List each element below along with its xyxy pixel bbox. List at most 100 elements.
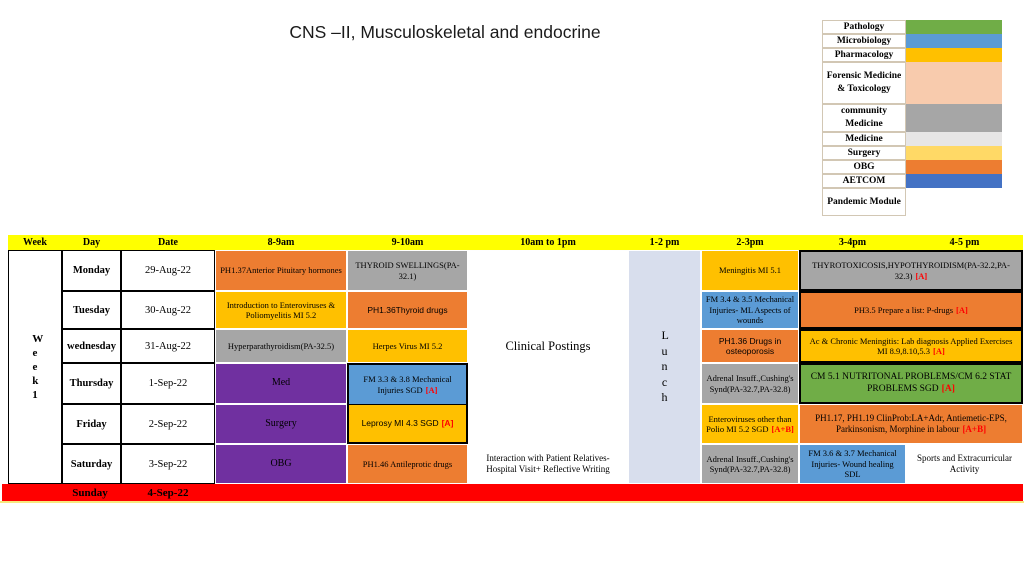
legend-swatch-microbiology	[906, 34, 1002, 48]
session-text: Med	[271, 377, 291, 389]
legend-label: Medicine	[822, 132, 906, 146]
session-cell: Leprosy MI 4.3 SGD[A]	[347, 404, 468, 444]
legend-label: community Medicine	[822, 104, 906, 132]
session-cell: Enteroviruses other than Polio MI 5.2 SG…	[701, 404, 799, 444]
header-week: Week	[8, 235, 62, 250]
session-text: Ac & Chronic Meningitis: Lab diagnosis A…	[809, 335, 1013, 356]
session-cell: Surgery	[215, 404, 347, 444]
date-cell: 3-Sep-22	[121, 444, 215, 484]
day-cell: Monday	[62, 250, 121, 291]
session-text: FM 3.6 & 3.7 Mechanical Injuries- Wound …	[808, 448, 897, 480]
header-4-5pm: 4-5 pm	[906, 235, 1023, 250]
day-cell: Friday	[62, 404, 121, 444]
legend-swatch-community-medicine	[906, 104, 1002, 132]
header-9-10am: 9-10am	[347, 235, 468, 250]
session-cell: PH1.36Thyroid drugs	[347, 291, 468, 329]
session-text: Introduction to Enteroviruses & Poliomye…	[226, 299, 336, 320]
legend-label: Pathology	[822, 20, 906, 34]
day-cell: wednesday	[62, 329, 121, 363]
header-2-3pm: 2-3pm	[701, 235, 799, 250]
week-number-cell: Week 1	[8, 250, 62, 484]
session-cell: FM 3.3 & 3.8 Mechanical Injuries SGD[A]	[347, 363, 468, 404]
legend-row: Pharmacology	[822, 48, 1002, 62]
legend-row: Microbiology	[822, 34, 1002, 48]
session-text: PH3.5 Prepare a list: P-drugs[A]	[854, 304, 968, 315]
session-cell: PH1.37Anterior Pituitary hormones	[215, 250, 347, 291]
legend-swatch-pandemic-module	[906, 188, 1002, 216]
timetable-grid: Week Day Date 8-9am 9-10am 10am to 1pm 1…	[8, 235, 1023, 484]
legend-swatch-surgery	[906, 146, 1002, 160]
session-text: Surgery	[265, 417, 297, 429]
bottom-accent-line	[0, 501, 1024, 503]
batch-marker: [A+B]	[771, 424, 794, 434]
session-cell: Introduction to Enteroviruses & Poliomye…	[215, 291, 347, 329]
header-day: Day	[62, 235, 121, 250]
legend-label: Surgery	[822, 146, 906, 160]
legend-swatch-pharmacology	[906, 48, 1002, 62]
session-cell: OBG	[215, 444, 347, 484]
batch-marker: [A]	[915, 270, 928, 281]
legend-row: Pandemic Module	[822, 188, 1002, 216]
sunday-date-label: 4-Sep-22	[147, 486, 189, 499]
session-cell: PH1.36 Drugs in osteoporosis	[701, 329, 799, 363]
page-title: CNS –II, Musculoskeletal and endocrine	[289, 22, 601, 42]
legend-row: Forensic Medicine & Toxicology	[822, 62, 1002, 104]
session-text: CM 5.1 NUTRITONAL PROBLEMS/CM 6.2 STAT P…	[810, 371, 1012, 394]
sunday-day-label: Sunday	[72, 486, 108, 499]
clinical-postings-cell: Clinical Postings	[468, 250, 628, 444]
legend-label: Pandemic Module	[822, 188, 906, 216]
date-cell: 29-Aug-22	[121, 250, 215, 291]
legend-swatch-obg	[906, 160, 1002, 174]
session-text: PH1.46 Antileprotic drugs	[362, 458, 453, 469]
header-3-4pm: 3-4pm	[799, 235, 906, 250]
subject-color-legend: Pathology Microbiology Pharmacology Fore…	[822, 20, 1002, 216]
session-text: Interaction with Patient Relatives- Hosp…	[486, 453, 610, 474]
session-text: Adrenal Insuff.,Cushing's Synd(PA-32.7,P…	[706, 453, 794, 474]
sunday-row: Sunday 4-Sep-22	[2, 484, 1023, 501]
day-cell: Thursday	[62, 363, 121, 404]
header-1-2pm: 1-2 pm	[628, 235, 701, 250]
batch-marker: [A+B]	[962, 424, 987, 434]
session-text: Hyperparathyroidism(PA-32.5)	[227, 340, 335, 351]
week-number-label: Week 1	[32, 333, 44, 401]
day-cell: Tuesday	[62, 291, 121, 329]
date-cell: 31-Aug-22	[121, 329, 215, 363]
session-text: Meningitis MI 5.1	[718, 265, 782, 276]
session-cell: PH1.46 Antileprotic drugs	[347, 444, 468, 484]
session-text: Leprosy MI 4.3 SGD[A]	[361, 418, 454, 429]
legend-row: Surgery	[822, 146, 1002, 160]
session-cell: Med	[215, 363, 347, 404]
batch-marker: [A]	[956, 304, 968, 315]
day-cell: Saturday	[62, 444, 121, 484]
session-text: Adrenal Insuff.,Cushing's Synd(PA-32.7,P…	[706, 373, 794, 394]
session-cell: Meningitis MI 5.1	[701, 250, 799, 291]
legend-label: Pharmacology	[822, 48, 906, 62]
lunch-cell: Lunch	[628, 250, 701, 484]
session-text: THYROTOXICOSIS,HYPOTHYROIDISM(PA-32.2,PA…	[812, 260, 1010, 281]
session-cell: Ac & Chronic Meningitis: Lab diagnosis A…	[799, 329, 1023, 363]
batch-marker: [A]	[441, 418, 454, 429]
batch-marker: [A]	[933, 346, 945, 356]
header-date: Date	[121, 235, 215, 250]
legend-row: Pathology	[822, 20, 1002, 34]
session-text: OBG	[270, 457, 292, 469]
legend-label: Microbiology	[822, 34, 906, 48]
lunch-label: Lunch	[661, 328, 669, 405]
date-cell: 30-Aug-22	[121, 291, 215, 329]
session-text: THYROID SWELLINGS(PA-32.1)	[355, 260, 460, 281]
legend-swatch-forensic	[906, 62, 1002, 104]
session-text: Enteroviruses other than Polio MI 5.2 SG…	[706, 413, 794, 434]
session-cell: Adrenal Insuff.,Cushing's Synd(PA-32.7,P…	[701, 363, 799, 404]
session-text: Sports and Extracurricular Activity	[917, 453, 1012, 474]
session-text: Herpes Virus MI 5.2	[372, 340, 443, 351]
legend-row: OBG	[822, 160, 1002, 174]
legend-row: AETCOM	[822, 174, 1002, 188]
batch-marker: [A]	[941, 383, 955, 394]
legend-swatch-aetcom	[906, 174, 1002, 188]
legend-row: community Medicine	[822, 104, 1002, 132]
session-text: PH1.36 Drugs in osteoporosis	[718, 335, 782, 356]
session-text: PH1.37Anterior Pituitary hormones	[220, 265, 342, 276]
session-cell: THYROID SWELLINGS(PA-32.1)	[347, 250, 468, 291]
session-text: PH1.36Thyroid drugs	[367, 304, 448, 315]
